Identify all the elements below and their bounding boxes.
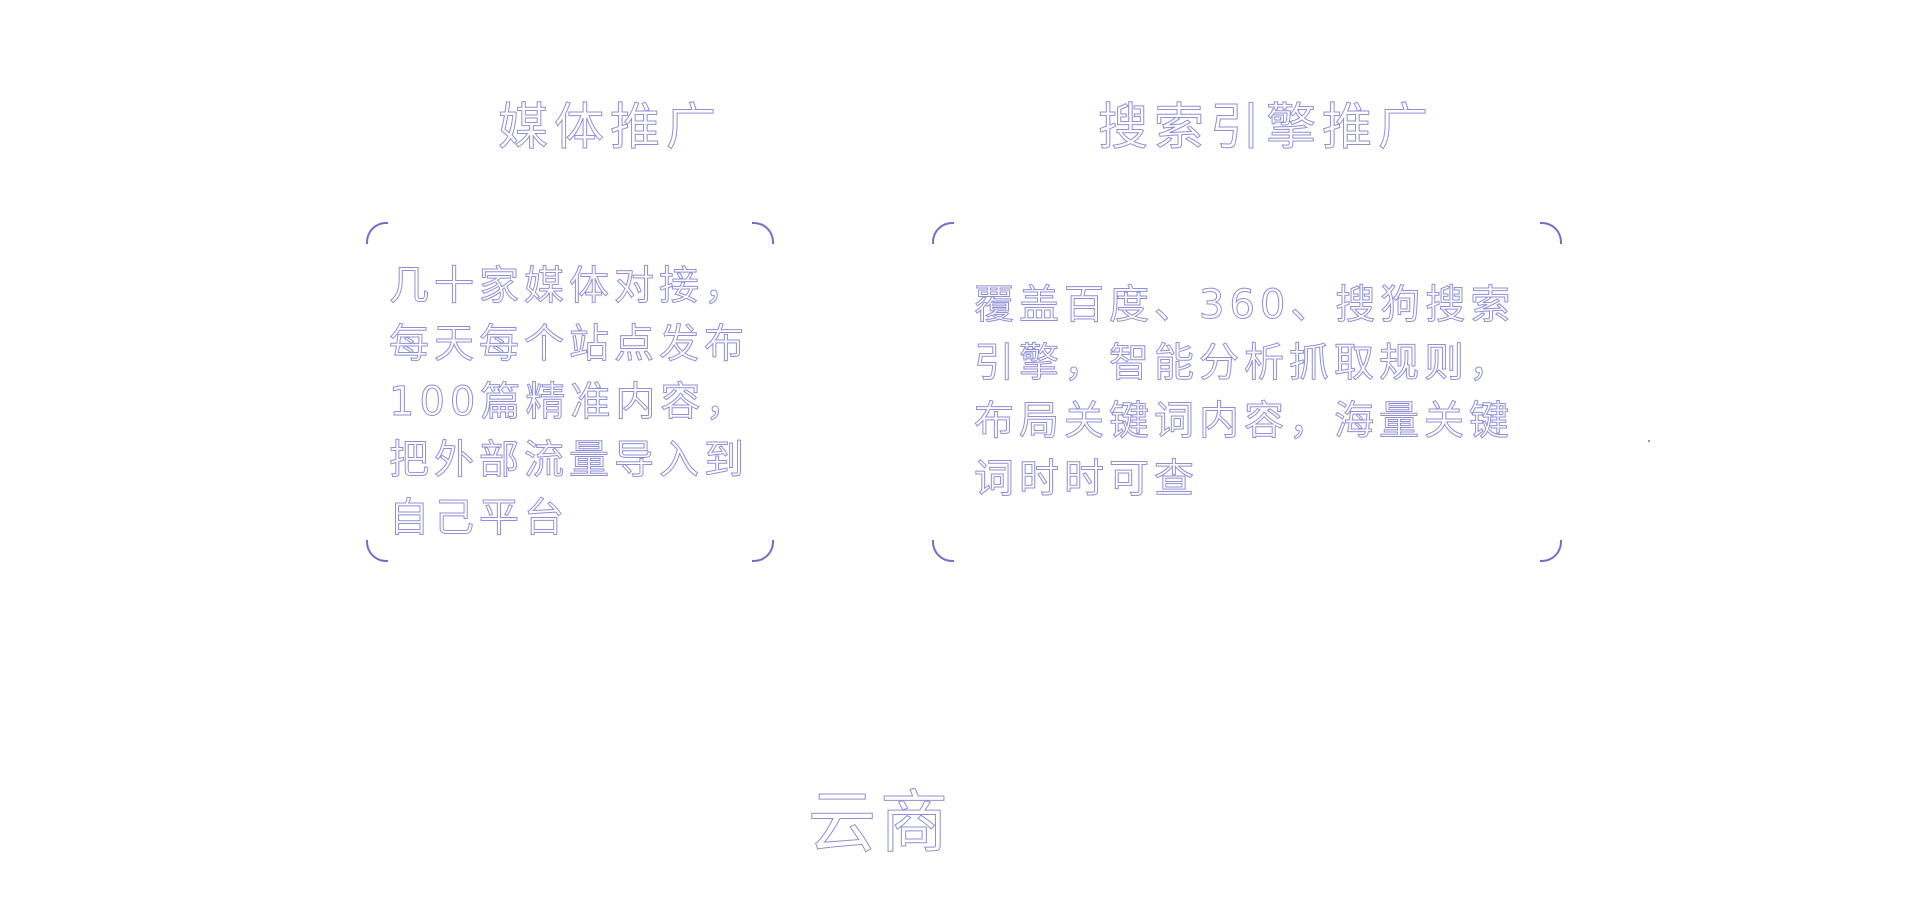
card-corner bbox=[932, 222, 954, 244]
search-promo-card: 覆盖百度、360、搜狗搜索引擎，智能分析抓取规则，布局关键词内容，海量关键词时时… bbox=[932, 222, 1562, 562]
search-promo-description: 覆盖百度、360、搜狗搜索引擎，智能分析抓取规则，布局关键词内容，海量关键词时时… bbox=[974, 282, 1516, 503]
media-promo-card: 几十家媒体对接，每天每个站点发布100篇精准内容，把外部流量导入到自己平台 bbox=[366, 222, 774, 562]
decorative-dot bbox=[1648, 440, 1650, 442]
media-promo-title: 媒体推广 bbox=[498, 98, 722, 156]
card-corner bbox=[366, 540, 388, 562]
brand-name: 云商 bbox=[807, 784, 953, 863]
card-corner bbox=[1540, 540, 1562, 562]
card-corner bbox=[932, 540, 954, 562]
media-promo-description: 几十家媒体对接，每天每个站点发布100篇精准内容，把外部流量导入到自己平台 bbox=[389, 263, 751, 542]
card-corner bbox=[366, 222, 388, 244]
card-corner bbox=[1540, 222, 1562, 244]
card-corner bbox=[752, 222, 774, 244]
search-promo-title: 搜索引擎推广 bbox=[1098, 98, 1434, 156]
